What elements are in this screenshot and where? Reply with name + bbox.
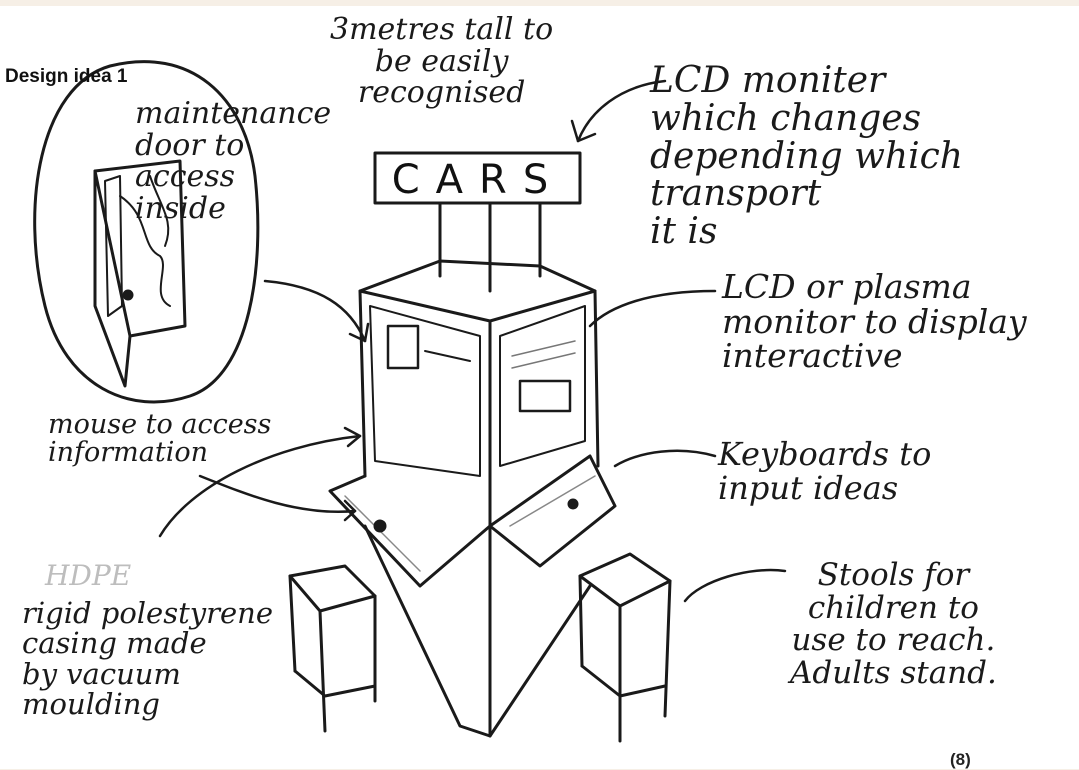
annotation-hdpe: HDPE xyxy=(45,561,131,590)
left-stool xyxy=(290,566,375,731)
page-title: Design idea 1 xyxy=(5,66,128,88)
annotation-casing: rigid polestyrene casing made by vacuum … xyxy=(22,598,273,720)
annotation-maintenance-door: maintenance door to access inside xyxy=(135,98,331,224)
page-number: (8) xyxy=(950,750,971,770)
annotation-keyboards: Keyboards to input ideas xyxy=(718,438,931,505)
sketch-page: Design idea 1 CARS 3metres tall to be ea… xyxy=(0,6,1079,769)
annotation-mouse: mouse to access information xyxy=(48,411,271,468)
annotation-plasma-monitor: LCD or plasma monitor to display interac… xyxy=(722,270,1027,374)
sign-label: CARS xyxy=(388,157,568,203)
right-stool xyxy=(580,554,670,741)
annotation-height: 3metres tall to be easily recognised xyxy=(330,14,553,109)
annotation-lcd-monitor: LCD moniter which changes depending whic… xyxy=(650,62,1079,251)
annotation-stools: Stools for children to use to reach. Adu… xyxy=(790,559,997,689)
kiosk-body xyxy=(330,261,615,736)
